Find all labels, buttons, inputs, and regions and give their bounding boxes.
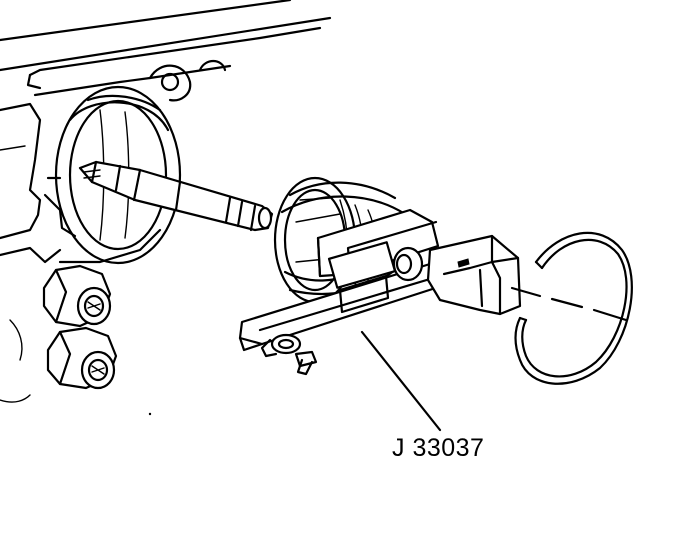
tool-number-label: J 33037 [392, 434, 485, 462]
callout-leader-line [360, 330, 442, 432]
special-tool [238, 208, 522, 376]
upper-nut [42, 264, 112, 328]
lower-nut [46, 326, 118, 390]
centerline [510, 286, 628, 322]
transmission-housing [0, 0, 332, 403]
output-shaft [78, 160, 274, 232]
snap-ring [514, 231, 633, 385]
speck-dot [148, 412, 152, 416]
